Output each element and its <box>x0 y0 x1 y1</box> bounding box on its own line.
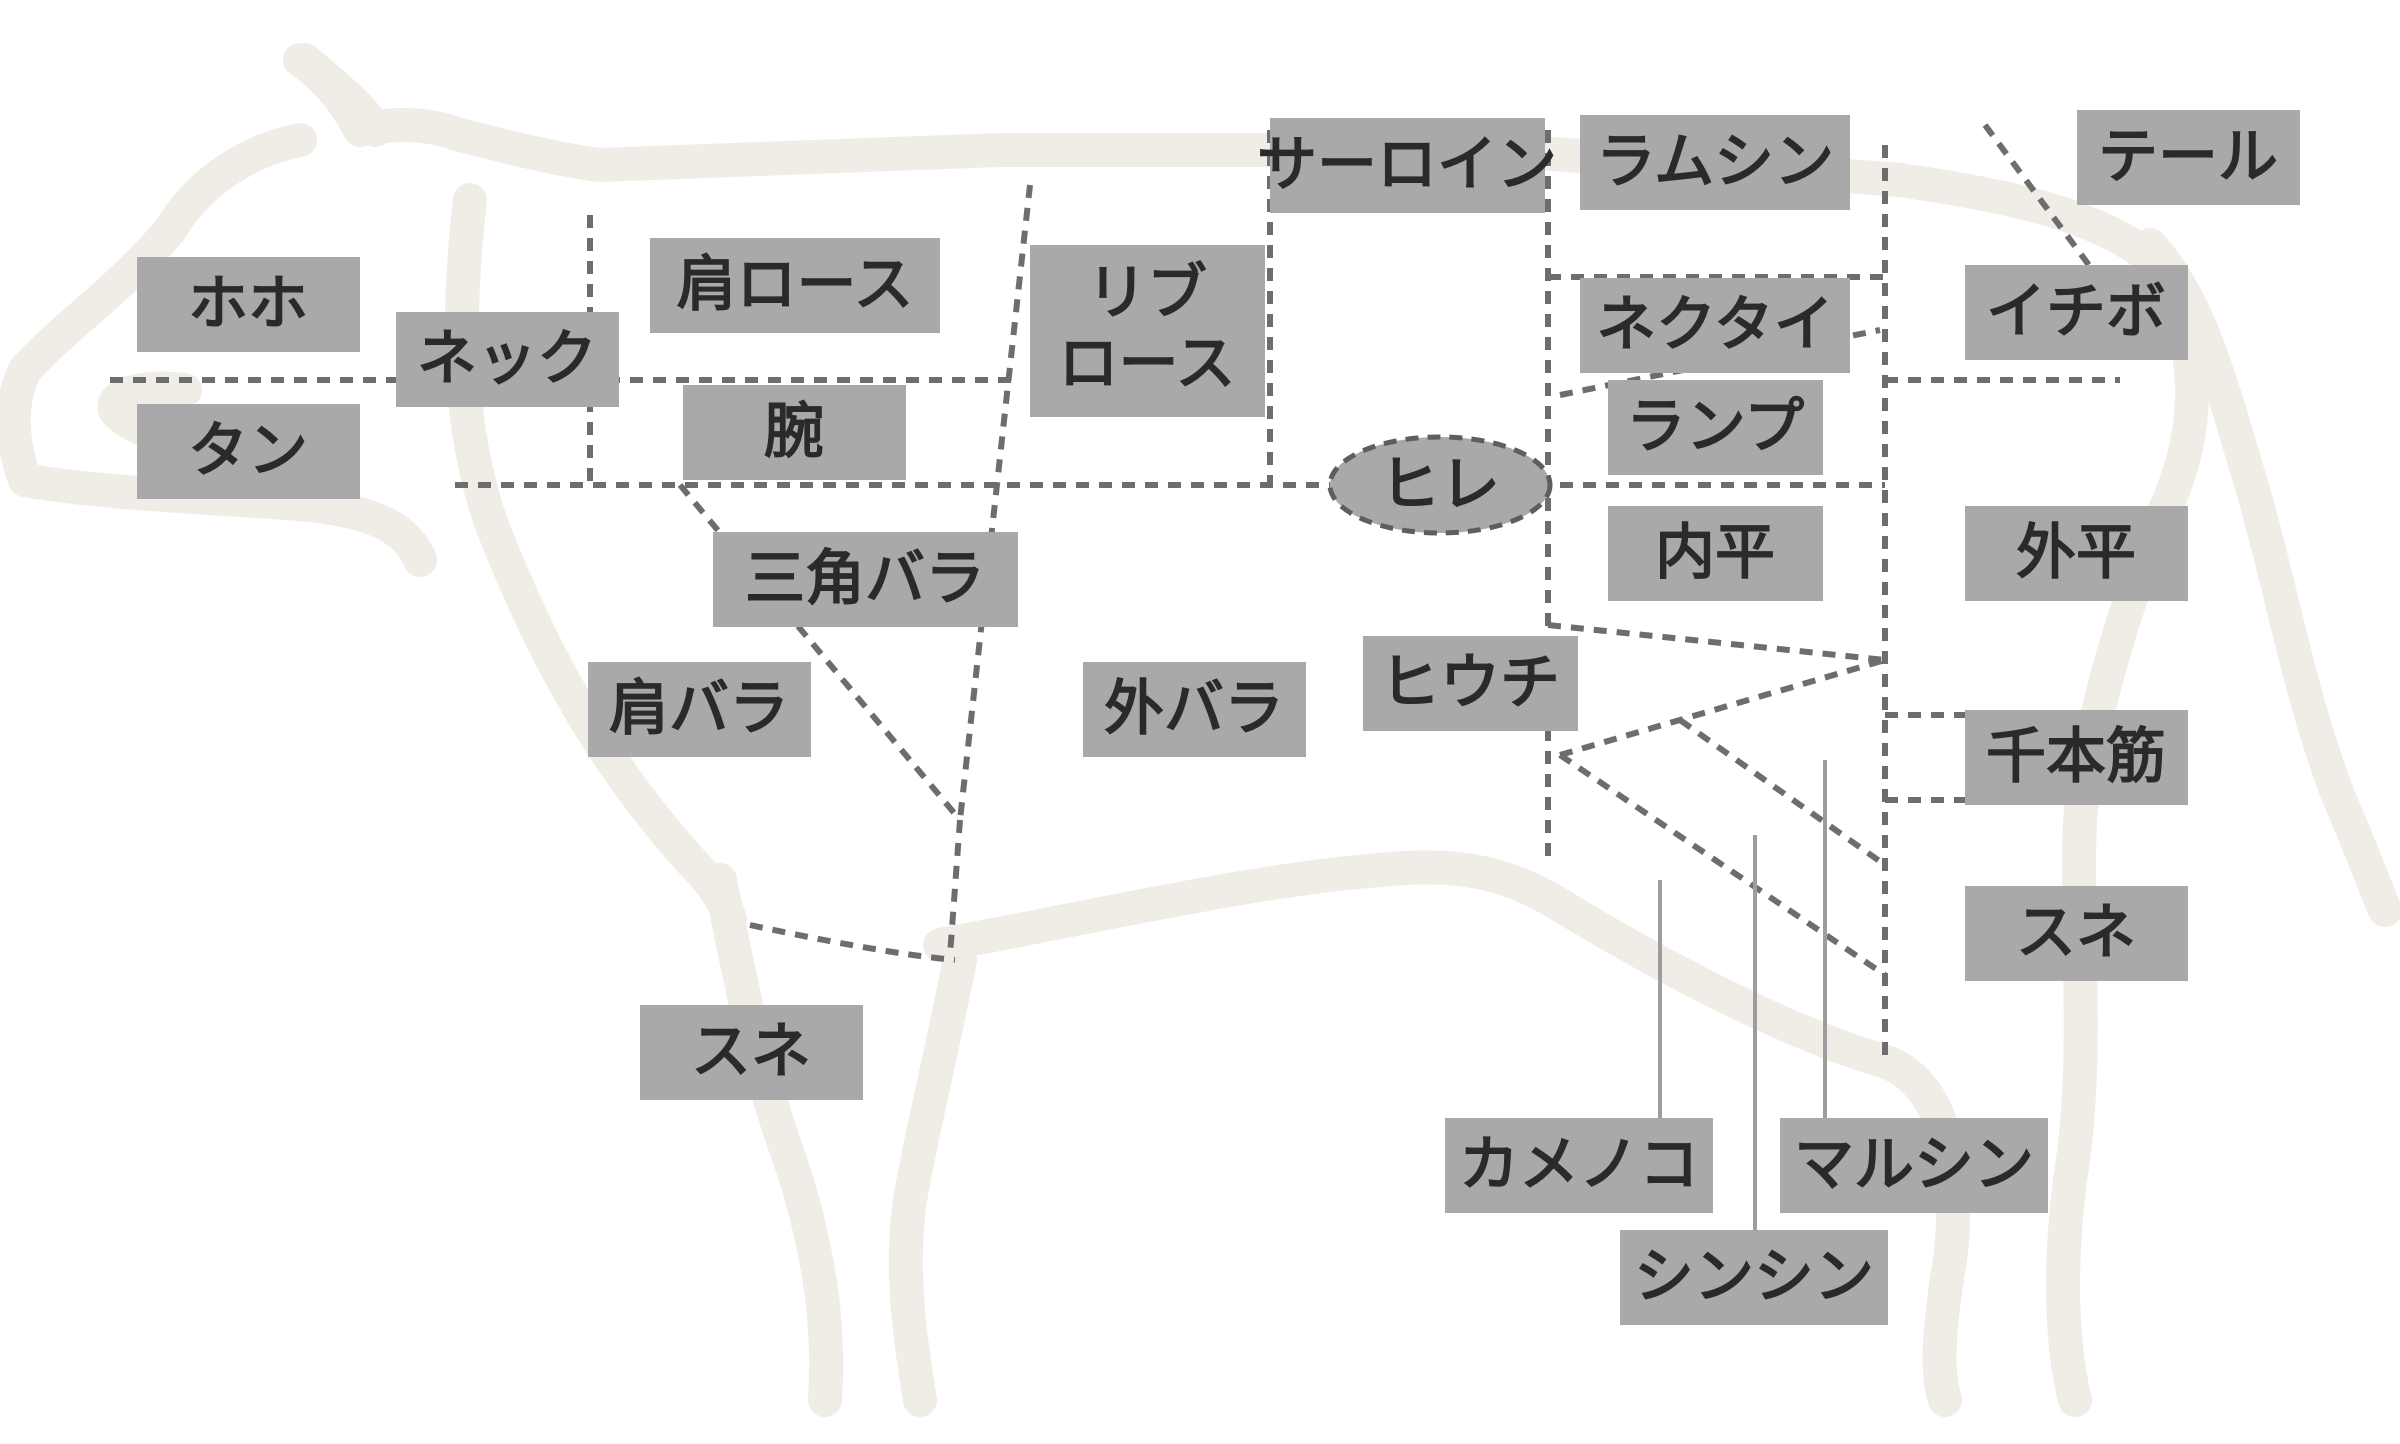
label-kamenoko-text: カメノコ <box>1459 1130 1699 1200</box>
label-kata-rosu: 肩ロース <box>650 238 940 333</box>
label-ichibo: イチボ <box>1965 265 2188 360</box>
label-ichibo-text: イチボ <box>1986 277 2166 347</box>
label-shinshin: シンシン <box>1620 1230 1888 1325</box>
label-sankaku-bara: 三角バラ <box>713 532 1018 627</box>
label-sune-rear: スネ <box>1965 886 2188 981</box>
label-sune-front-text: スネ <box>691 1017 811 1087</box>
label-marushin-text: マルシン <box>1794 1130 2034 1200</box>
label-rib-rosu-text-1: リブ <box>1087 258 1207 328</box>
label-senbonsuji-text: 千本筋 <box>1986 722 2166 792</box>
label-tail-text: テール <box>2098 122 2278 192</box>
label-neck-text: ネック <box>417 324 597 394</box>
label-soto-bara-text: 外バラ <box>1104 674 1284 744</box>
label-sankaku-bara-text: 三角バラ <box>745 544 985 614</box>
label-hiuchi-text: ヒウチ <box>1380 648 1560 718</box>
label-shinshin-text: シンシン <box>1634 1242 1874 1312</box>
label-tan: タン <box>137 404 360 499</box>
label-hoho-text: ホホ <box>188 269 308 339</box>
label-necktie: ネクタイ <box>1580 278 1850 373</box>
label-rump: ランプ <box>1608 380 1823 475</box>
label-hire: ヒレ <box>1330 437 1550 533</box>
label-ude: 腕 <box>683 385 906 480</box>
label-ramushin: ラムシン <box>1580 115 1850 210</box>
label-marushin: マルシン <box>1780 1118 2048 1213</box>
label-sotohira-text: 外平 <box>2016 518 2136 588</box>
label-rib-rosu: リブ ロース <box>1030 245 1265 417</box>
label-hire-text: ヒレ <box>1380 450 1500 520</box>
label-tail: テール <box>2077 110 2300 205</box>
label-soto-bara: 外バラ <box>1083 662 1306 757</box>
label-kamenoko: カメノコ <box>1445 1118 1713 1213</box>
label-rump-text: ランプ <box>1626 392 1804 462</box>
label-uchihira-text: 内平 <box>1655 518 1775 588</box>
label-necktie-text: ネクタイ <box>1596 290 1834 360</box>
label-kata-rosu-text: 肩ロース <box>677 250 914 320</box>
label-ramushin-text: ラムシン <box>1596 127 1834 197</box>
label-ude-text: 腕 <box>764 397 824 467</box>
label-kata-bara: 肩バラ <box>588 662 811 757</box>
label-sirloin: サーロイン <box>1257 118 1557 213</box>
label-hiuchi: ヒウチ <box>1363 636 1578 731</box>
label-sotohira: 外平 <box>1965 506 2188 601</box>
label-rib-rosu-text-2: ロース <box>1059 329 1236 399</box>
label-tan-text: タン <box>188 416 308 486</box>
label-kata-bara-text: 肩バラ <box>609 674 789 744</box>
label-senbonsuji: 千本筋 <box>1965 710 2188 805</box>
label-hoho: ホホ <box>137 257 360 352</box>
label-sune-rear-text: スネ <box>2016 898 2136 968</box>
label-neck: ネック <box>396 312 619 407</box>
label-sirloin-text: サーロイン <box>1257 130 1557 200</box>
label-uchihira: 内平 <box>1608 506 1823 601</box>
label-sune-front: スネ <box>640 1005 863 1100</box>
